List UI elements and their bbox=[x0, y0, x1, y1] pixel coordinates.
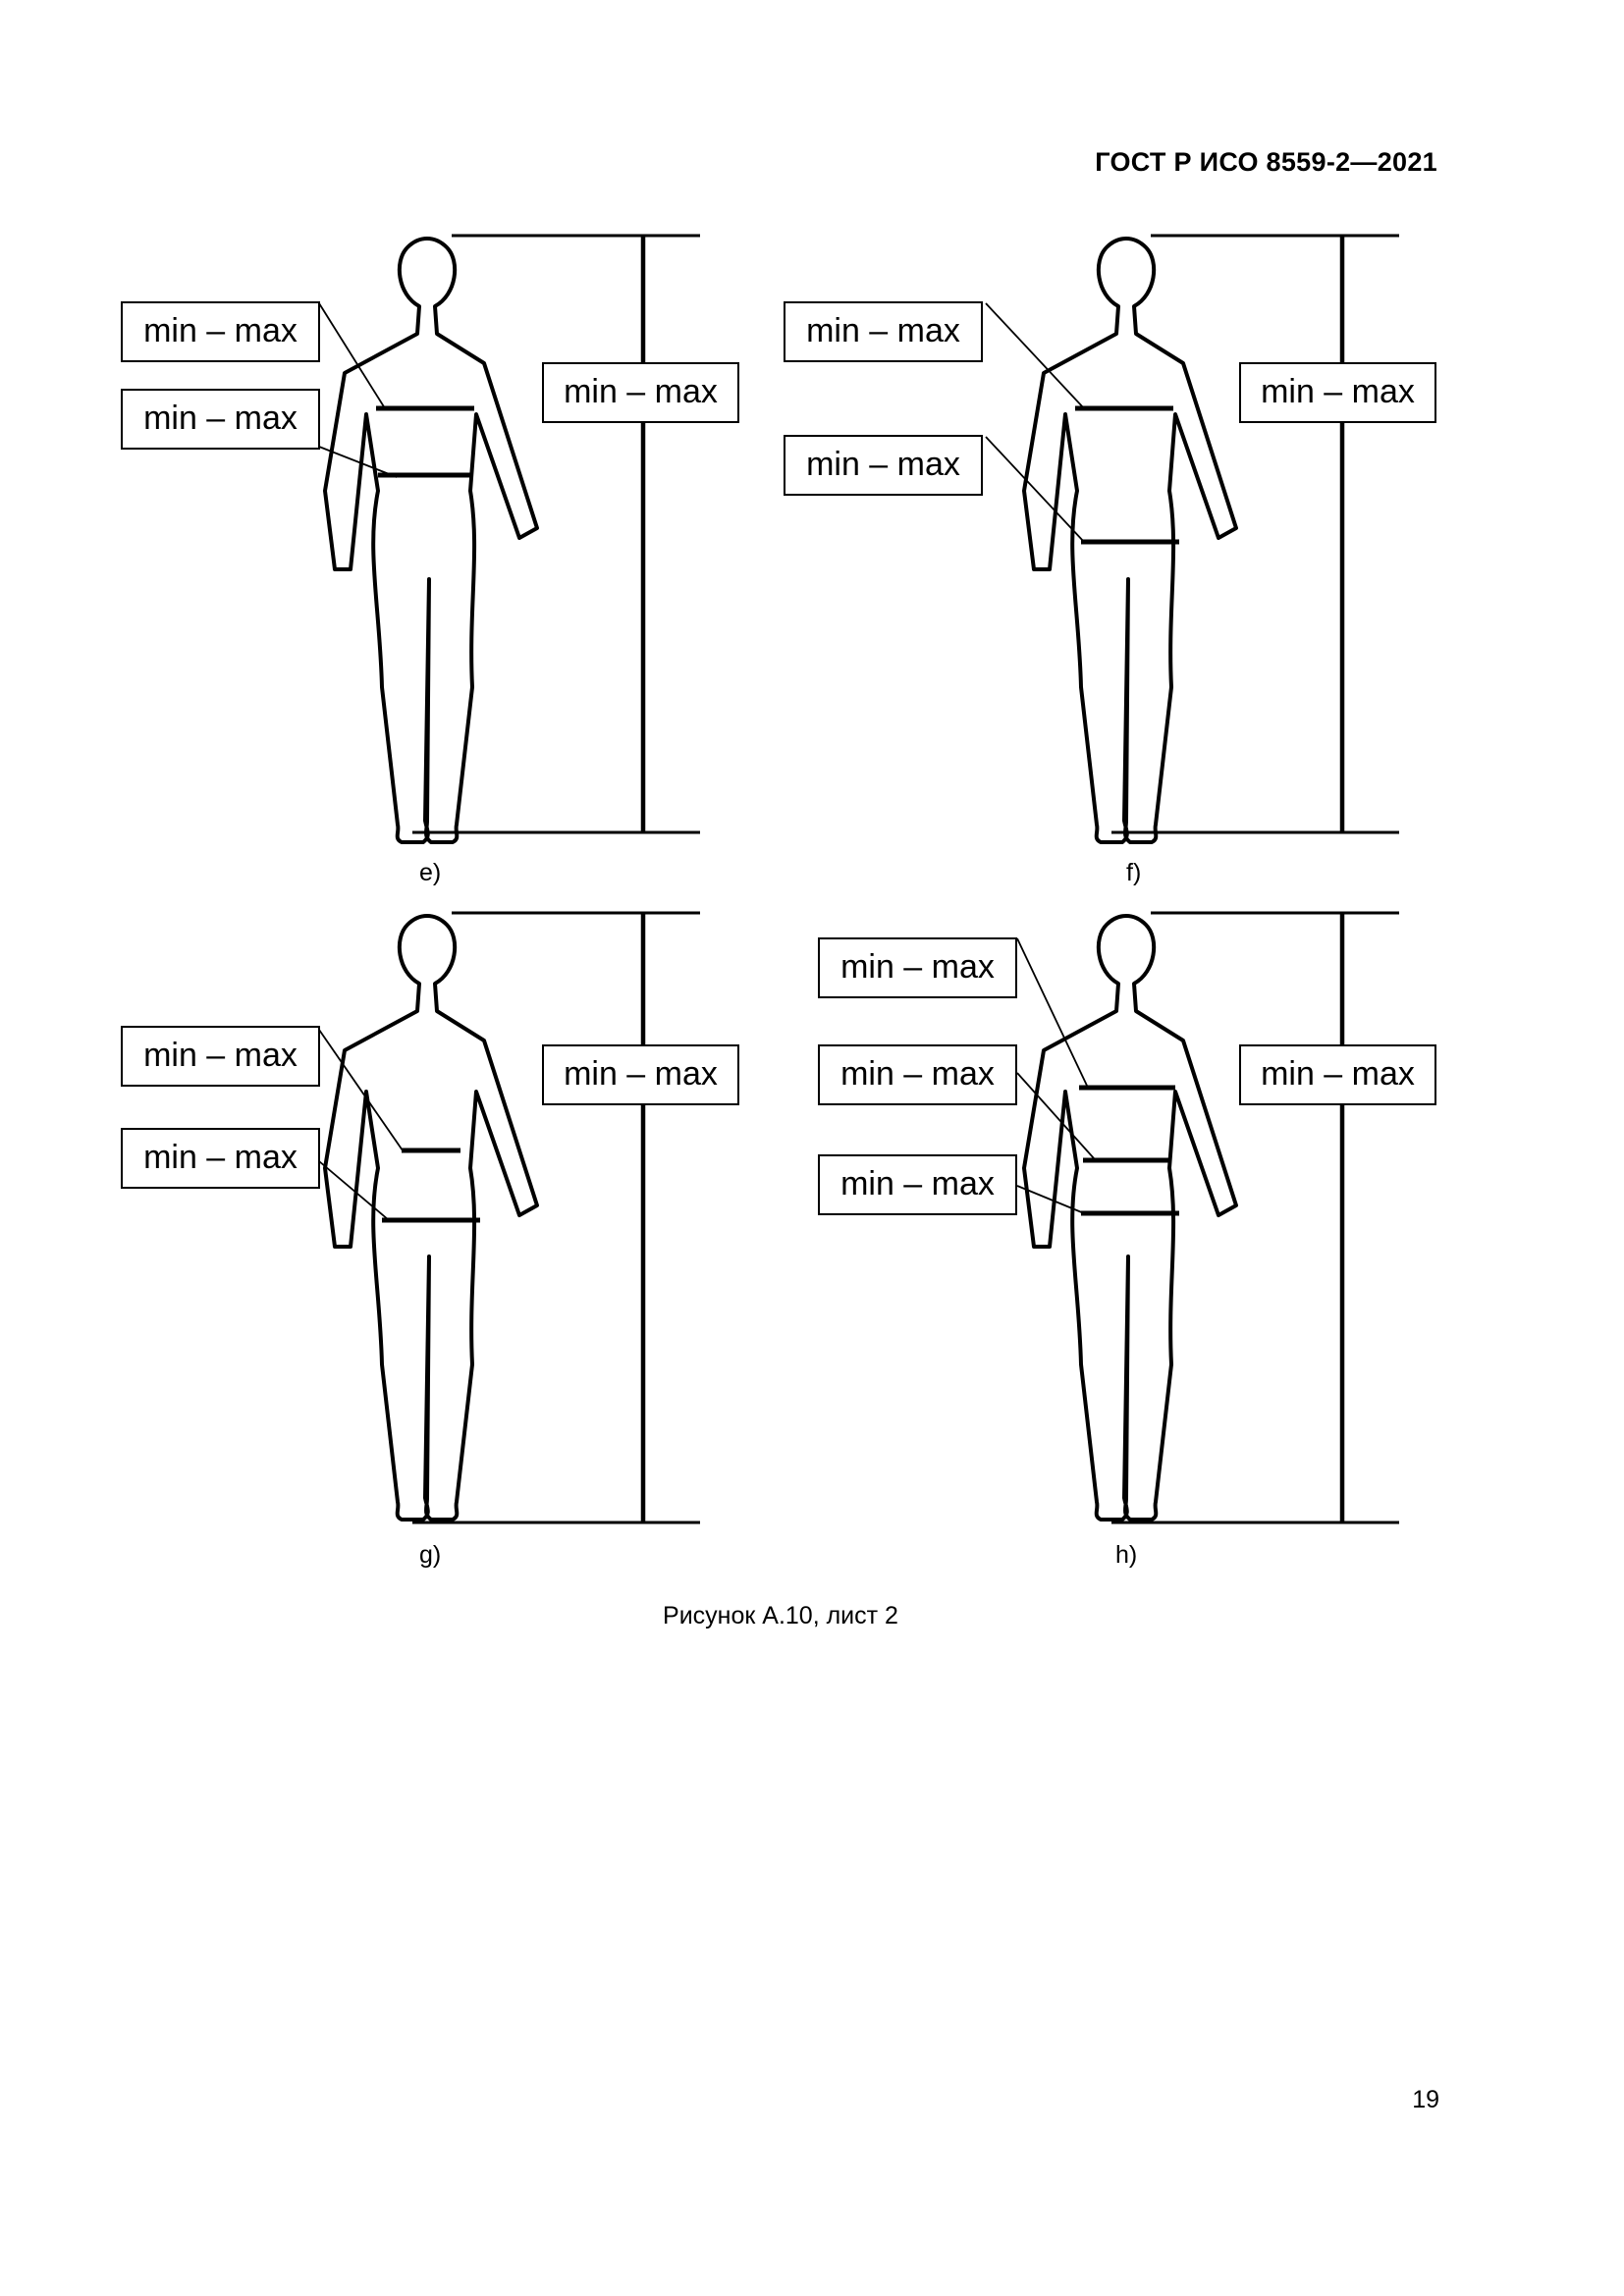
height-label: min – max bbox=[542, 1044, 739, 1105]
measurement-label: min – max bbox=[818, 1044, 1017, 1105]
measurement-label: min – max bbox=[818, 937, 1017, 998]
leader-lines-e bbox=[318, 302, 398, 478]
figure-sublabel: g) bbox=[419, 1541, 442, 1569]
figure-sublabel: h) bbox=[1115, 1541, 1138, 1569]
height-label: min – max bbox=[1239, 1044, 1436, 1105]
leader-lines-f bbox=[985, 302, 1085, 543]
measurement-label: min – max bbox=[818, 1154, 1017, 1215]
height-label: min – max bbox=[1239, 362, 1436, 423]
figure-sublabel: f) bbox=[1126, 859, 1142, 886]
measurement-label: min – max bbox=[784, 435, 983, 496]
figure-caption: Рисунок А.10, лист 2 bbox=[663, 1602, 898, 1629]
leader-lines-g bbox=[318, 1029, 404, 1221]
figure-e bbox=[323, 237, 539, 844]
measurement-label: min – max bbox=[784, 301, 983, 362]
height-scale-g bbox=[412, 911, 700, 1524]
figure-f bbox=[1022, 237, 1238, 844]
measurement-label: min – max bbox=[121, 301, 320, 362]
height-scale-e bbox=[412, 234, 700, 834]
figure-sublabel: e) bbox=[419, 859, 442, 886]
figure-g bbox=[323, 914, 539, 1522]
document-code: ГОСТ Р ИСО 8559-2—2021 bbox=[1095, 147, 1437, 177]
leader-lines-h bbox=[1016, 937, 1095, 1214]
page-number: 19 bbox=[1412, 2086, 1439, 2113]
measurement-label: min – max bbox=[121, 1026, 320, 1087]
measurement-label: min – max bbox=[121, 389, 320, 450]
height-scale-f bbox=[1111, 234, 1399, 834]
height-label: min – max bbox=[542, 362, 739, 423]
measurement-label: min – max bbox=[121, 1128, 320, 1189]
height-scale-h bbox=[1111, 911, 1399, 1524]
figure-h bbox=[1022, 914, 1238, 1522]
